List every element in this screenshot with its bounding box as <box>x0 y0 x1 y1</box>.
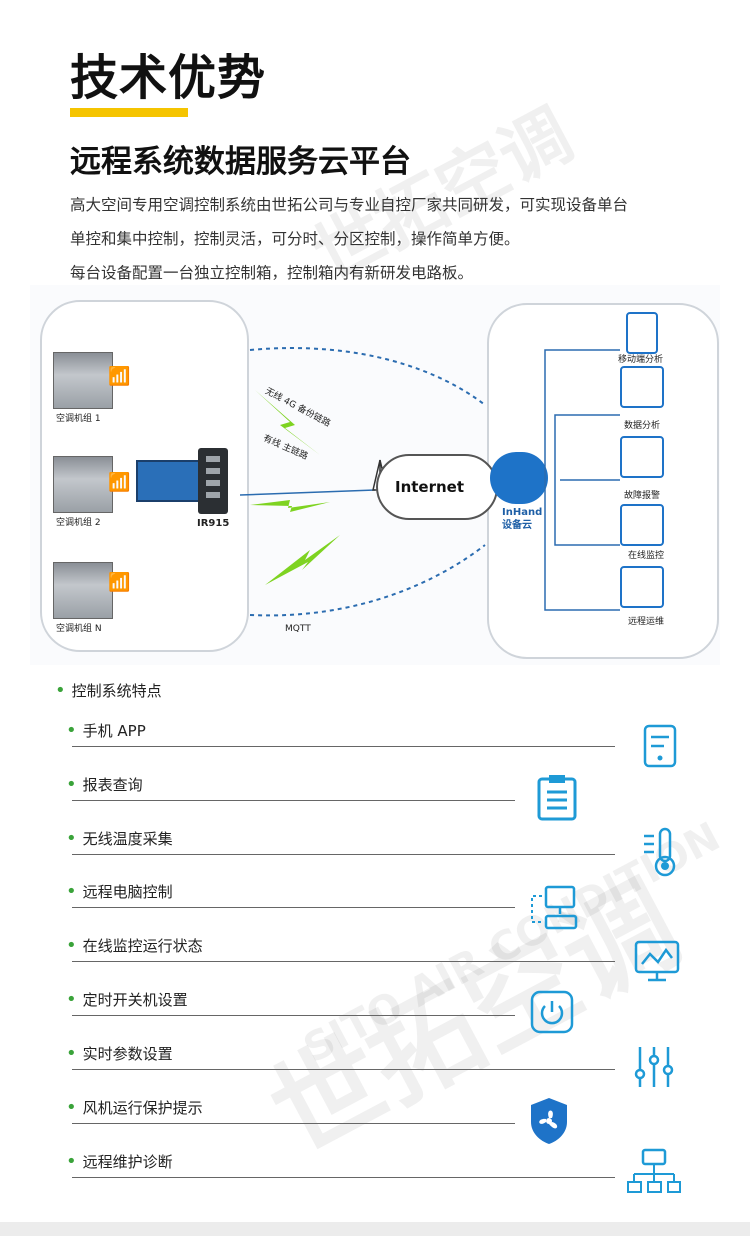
parameter-sliders-icon <box>634 1047 674 1087</box>
controller-box <box>136 460 202 502</box>
wifi-icon: 📶 <box>108 472 131 493</box>
service-label-alarm: 故障报警 <box>624 491 661 501</box>
feature-item: •风机运行保护提示 <box>66 1097 203 1118</box>
cloud-name: InHand <box>502 507 543 518</box>
feature-item: •远程电脑控制 <box>66 881 173 902</box>
mobile-icon <box>626 312 658 354</box>
ac-unit-2 <box>53 456 113 513</box>
router-label: IR915 <box>197 518 230 529</box>
title-underline <box>70 108 188 117</box>
wifi-icon: 📶 <box>108 366 131 387</box>
thermometer-icon <box>644 827 676 877</box>
ac-unit-1 <box>53 352 113 409</box>
divider <box>72 854 615 855</box>
divider <box>72 1069 615 1070</box>
service-label-mobile: 移动端分析 <box>618 355 664 365</box>
feature-item: •手机 APP <box>66 720 146 741</box>
service-connectors <box>544 349 620 611</box>
monitoring-icon <box>634 940 680 982</box>
ac-unit-2-label: 空调机组 2 <box>56 518 101 528</box>
feature-item: •在线监控运行状态 <box>66 935 203 956</box>
feature-item: •远程维护诊断 <box>66 1151 173 1172</box>
service-label-monitor: 在线监控 <box>628 551 665 561</box>
features-title-text: 控制系统特点 <box>71 682 162 700</box>
intro-line-1: 高大空间专用空调控制系统由世拓公司与专业自控厂家共同研发，可实现设备单台 <box>70 196 629 214</box>
analytics-icon <box>620 366 664 408</box>
section-title: 远程系统数据服务云平台 <box>70 144 411 180</box>
ac-unit-n <box>53 562 113 619</box>
internet-label: Internet <box>395 478 465 496</box>
cloud-sub: 设备云 <box>502 520 532 531</box>
features-title: •控制系统特点 <box>55 680 162 701</box>
intro-paragraph: 高大空间专用空调控制系统由世拓公司与专业自控厂家共同研发，可实现设备单台 单控和… <box>70 188 730 290</box>
inhand-cloud-icon <box>490 452 548 504</box>
mqtt-label: MQTT <box>285 624 311 634</box>
fan-shield-icon <box>531 1098 567 1144</box>
monitor-icon <box>620 504 664 546</box>
phone-app-icon <box>643 724 677 768</box>
computer-control-icon <box>531 885 578 930</box>
maintenance-icon <box>620 566 664 608</box>
service-label-analytics: 数据分析 <box>624 421 661 431</box>
intro-line-3: 每台设备配置一台独立控制箱，控制箱内有新研发电路板。 <box>70 264 474 282</box>
footer-bar <box>0 1222 750 1236</box>
report-icon <box>537 775 577 821</box>
wifi-icon: 📶 <box>108 572 131 593</box>
divider <box>72 907 515 908</box>
divider <box>72 746 615 747</box>
feature-item: •无线温度采集 <box>66 828 173 849</box>
feature-item: •定时开关机设置 <box>66 989 188 1010</box>
remote-diagnosis-icon <box>627 1148 681 1193</box>
feature-item: •实时参数设置 <box>66 1043 173 1064</box>
feature-item: •报表查询 <box>66 774 143 795</box>
service-label-maintenance: 远程运维 <box>628 617 665 627</box>
internet-cloud <box>376 454 498 520</box>
router-ir915 <box>198 448 228 514</box>
timer-power-icon <box>530 990 574 1034</box>
divider <box>72 961 615 962</box>
inhand-label: InHand 设备云 <box>502 506 542 532</box>
divider <box>72 1015 515 1016</box>
ac-unit-n-label: 空调机组 N <box>56 624 102 634</box>
page-title: 技术优势 <box>70 50 267 106</box>
intro-line-2: 单控和集中控制，控制灵活，可分时、分区控制，操作简单方便。 <box>70 230 520 248</box>
ac-unit-1-label: 空调机组 1 <box>56 414 101 424</box>
divider <box>72 1123 515 1124</box>
divider <box>72 1177 615 1178</box>
divider <box>72 800 515 801</box>
alarm-icon <box>620 436 664 478</box>
